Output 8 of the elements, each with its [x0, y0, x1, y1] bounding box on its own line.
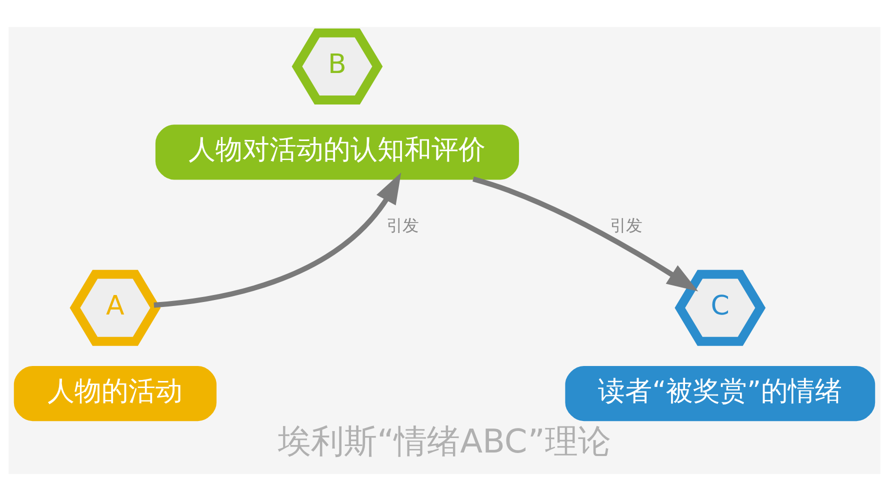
- node-box: 读者“被奖赏”的情绪: [565, 365, 876, 421]
- arrow: [472, 176, 698, 291]
- diagram-title: 埃利斯“情绪ABC”理论: [278, 422, 611, 460]
- edge-label: 引发: [610, 215, 642, 234]
- node-box: 人物的活动: [14, 365, 217, 421]
- arrow: [154, 172, 402, 308]
- node-box: 人物对活动的认知和评价: [155, 124, 519, 180]
- edge-label: 引发: [386, 215, 418, 234]
